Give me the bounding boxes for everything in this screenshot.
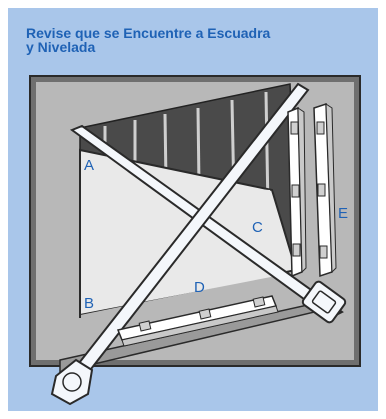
tape-case bbox=[50, 358, 94, 406]
figure-title: Revise que se Encuentre a Escuadra y Niv… bbox=[26, 26, 366, 54]
level-vertical-e bbox=[313, 102, 337, 278]
tape-diagonal-2 bbox=[50, 82, 310, 406]
title-line-2: y Nivelada bbox=[26, 39, 96, 55]
level-bottom bbox=[116, 295, 279, 347]
label-d: D bbox=[194, 279, 205, 296]
label-e: E bbox=[338, 205, 348, 222]
title-line-1: Revise que se Encuentre a Escuadra bbox=[26, 25, 271, 41]
label-b: B bbox=[84, 295, 94, 312]
level-vertical-c bbox=[287, 106, 307, 278]
tape-diagonal-1 bbox=[69, 124, 347, 324]
label-a: A bbox=[84, 157, 94, 174]
label-c: C bbox=[252, 219, 263, 236]
